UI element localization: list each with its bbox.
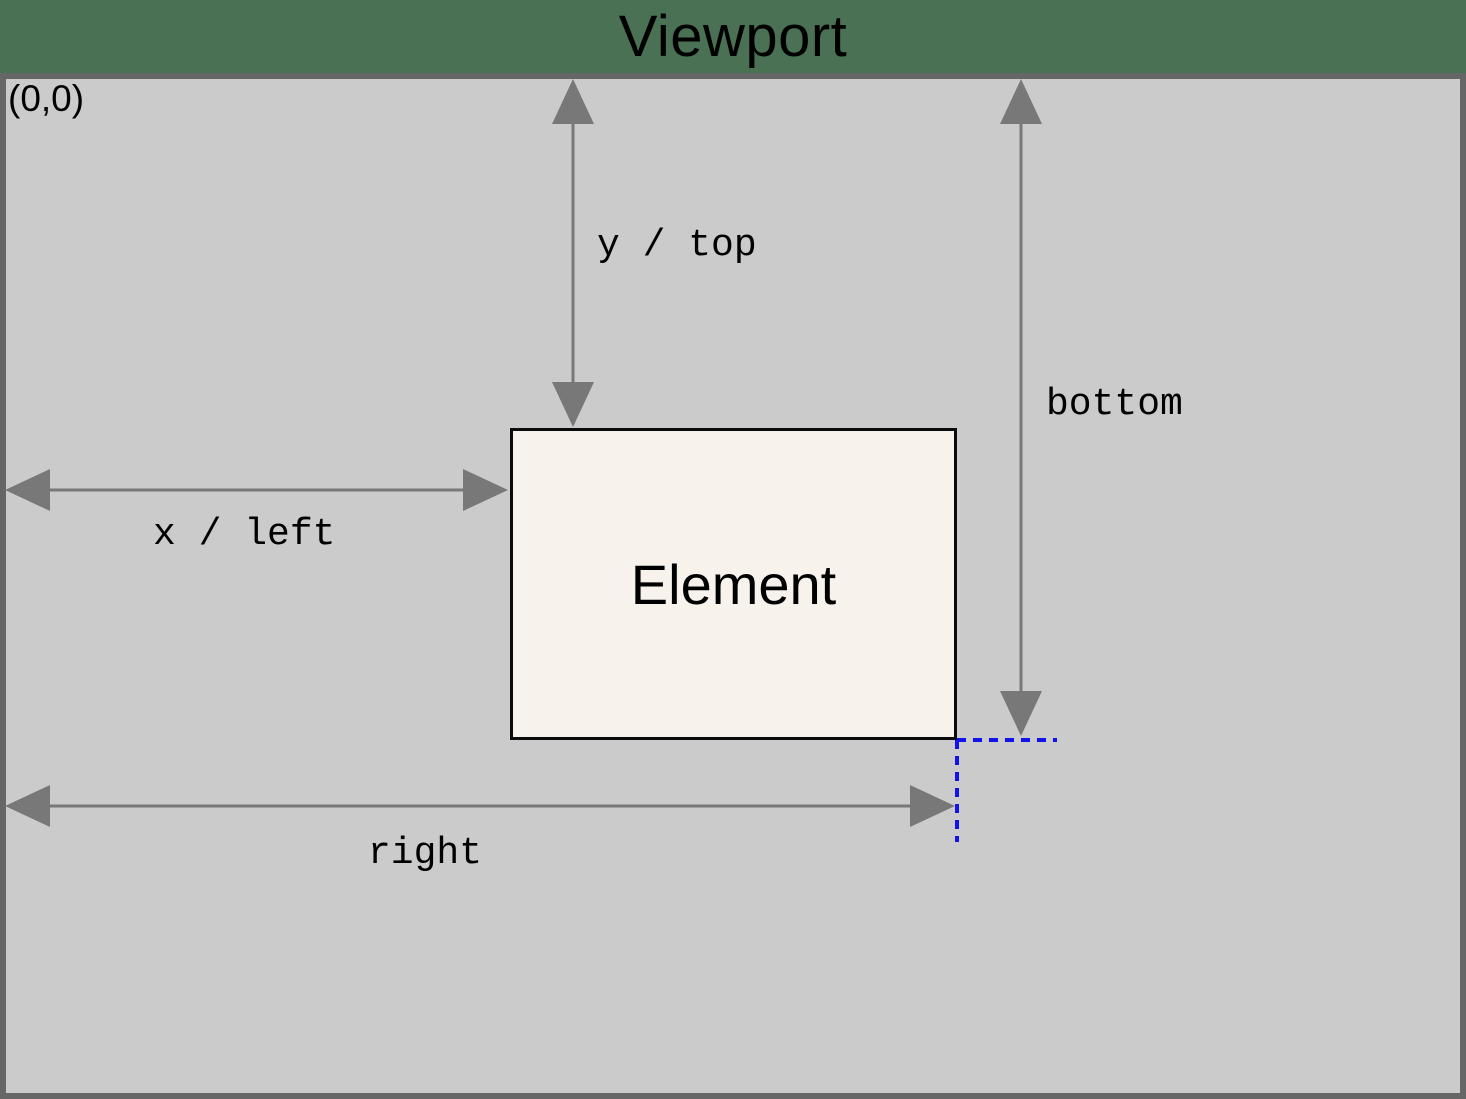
x-left-annotation: x / left xyxy=(153,513,336,556)
right-annotation: right xyxy=(368,832,483,875)
element-label: Element xyxy=(630,552,837,616)
viewport-title: Viewport xyxy=(618,4,848,69)
bottom-annotation: bottom xyxy=(1046,383,1183,426)
y-top-annotation: y / top xyxy=(597,224,757,267)
origin-coordinates-label: (0,0) xyxy=(8,78,85,119)
element-box: Element xyxy=(510,428,957,740)
